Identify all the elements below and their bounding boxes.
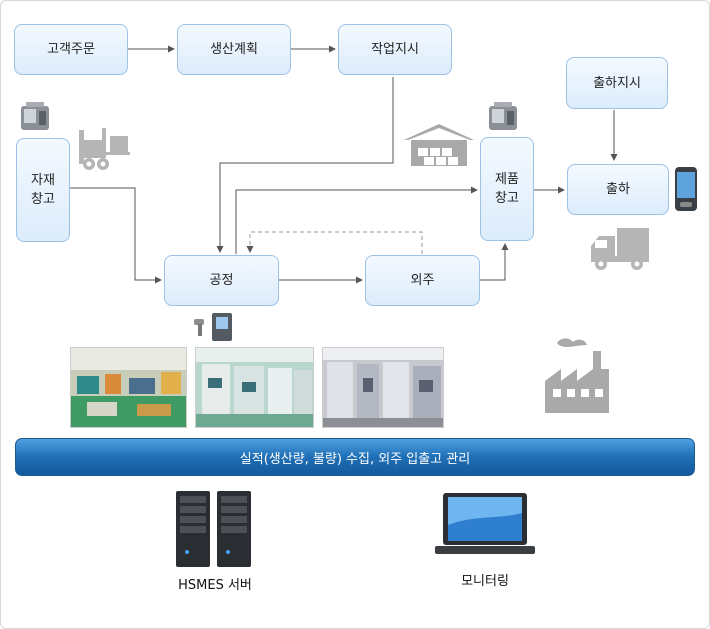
label-printer-icon: [489, 102, 517, 130]
node-product-warehouse: 제품 창고: [480, 137, 534, 241]
barcode-scanner-icon: [194, 313, 232, 341]
data-collection-banner: 실적(생산량, 불량) 수집, 외주 입출고 관리: [15, 438, 695, 476]
forklift-icon: [79, 128, 130, 170]
server-label: HSMES 서버: [178, 578, 252, 593]
arrow-outsourcing-to-product: [480, 243, 509, 281]
node-outsourcing: 외주: [365, 255, 480, 306]
arrow-process-to-product: [235, 186, 478, 254]
mobile-device-icon: [675, 167, 697, 211]
node-production-plan: 생산계획: [177, 24, 291, 75]
node-shipping-order: 출하지시: [566, 57, 668, 109]
arrow-material-to-process: [70, 187, 162, 284]
monitoring-label: 모니터링: [461, 574, 509, 589]
arrow-workorder-to-process: [216, 77, 394, 253]
label-printer-icon: [21, 102, 49, 130]
node-process: 공정: [164, 255, 279, 306]
factory-icon: [545, 338, 609, 413]
warehouse-icon: [404, 124, 474, 166]
factory-photo-floor: [70, 347, 187, 428]
server-icon: [176, 491, 251, 567]
node-material-warehouse: 자재 창고: [16, 138, 70, 242]
node-shipping: 출하: [567, 164, 669, 215]
truck-icon: [591, 228, 649, 270]
node-work-order: 작업지시: [338, 24, 452, 75]
node-customer-order: 고객주문: [14, 24, 128, 75]
laptop-icon: [435, 493, 535, 554]
factory-photo-machines: [195, 347, 314, 428]
arrow-outsourcing-return-dashed: [246, 231, 423, 254]
factory-photo-assembly: [322, 347, 444, 428]
